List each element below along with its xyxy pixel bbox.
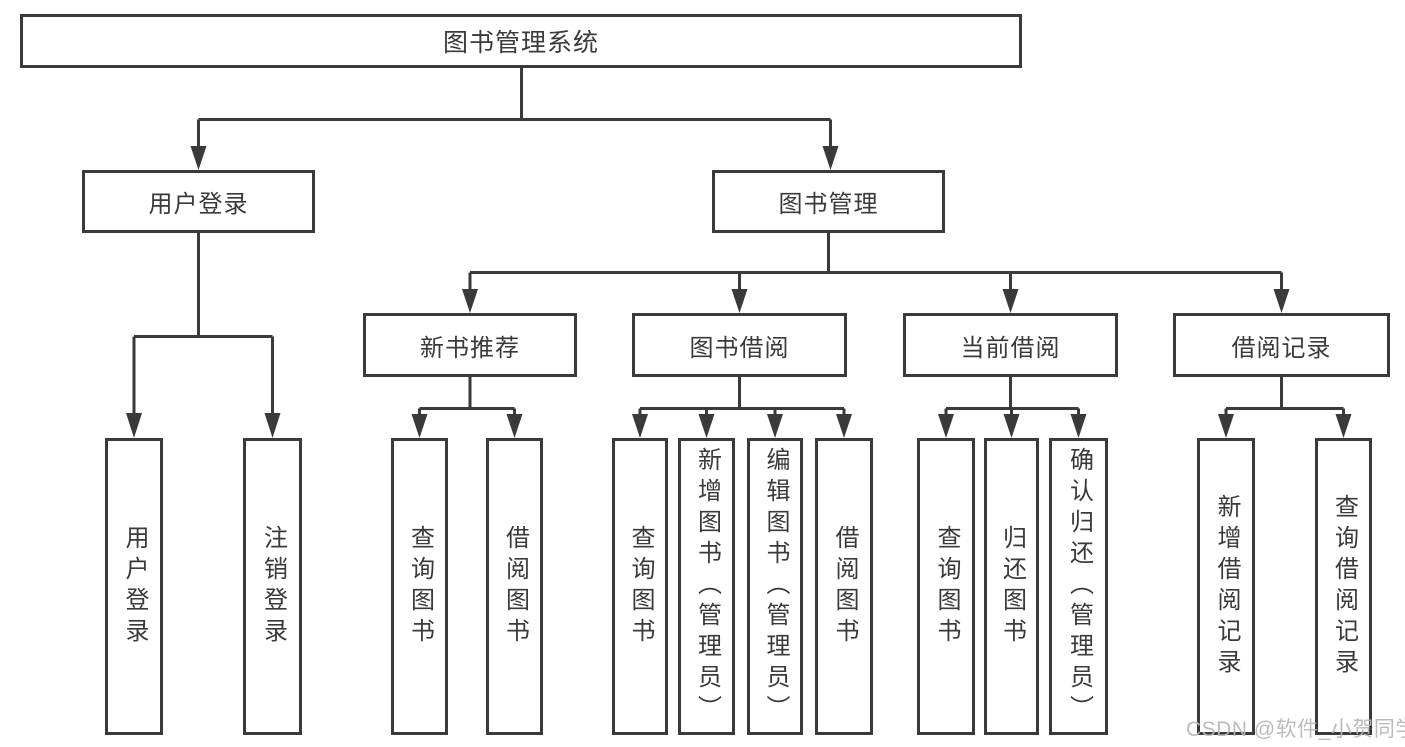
csdn-watermark: CSDN @软件_小贺同学 — [1186, 718, 1405, 741]
node-new-book-recommend: 新书推荐 — [363, 313, 577, 377]
arrowhead-icon — [1335, 414, 1352, 438]
arrowhead-icon — [1273, 289, 1290, 313]
node-label: 当前借阅 — [960, 334, 1061, 362]
connector-bookborrow-to-leaves — [638, 377, 846, 415]
connector-newbook-to-leaves — [418, 377, 516, 415]
leaf-current-return-books: 归还图书 — [984, 438, 1039, 735]
node-label: 图书管理 — [778, 191, 879, 218]
leaf-records-add-record: 新增借阅记录 — [1197, 438, 1255, 735]
arrowhead-icon — [1002, 289, 1019, 313]
leaf-label: 查询图书 — [406, 524, 434, 649]
connector-root-to-level2 — [197, 68, 832, 147]
node-label: 借阅记录 — [1231, 334, 1332, 362]
arrowhead-icon — [938, 414, 954, 438]
node-current-borrow: 当前借阅 — [903, 313, 1118, 377]
node-book-management: 图书管理 — [712, 170, 945, 233]
arrowhead-icon — [767, 414, 783, 438]
arrowhead-icon — [632, 414, 648, 438]
leaf-current-query-books: 查询图书 — [917, 438, 975, 735]
arrowhead-icon — [1003, 414, 1020, 438]
connector-currentborrow-to-leaves — [944, 377, 1080, 415]
node-user-login: 用户登录 — [82, 170, 315, 233]
leaf-label: 新增借阅记录 — [1213, 493, 1240, 680]
arrowhead-icon — [411, 414, 428, 438]
node-label: 图书管理系统 — [442, 29, 599, 57]
leaf-label: 查询图书 — [933, 524, 960, 649]
arrowhead-icon — [126, 413, 142, 438]
leaf-label: 注销登录 — [259, 524, 287, 649]
leaf-label: 借阅图书 — [501, 524, 529, 649]
leaf-label: 确认归还（管理员） — [1065, 447, 1093, 726]
arrowhead-icon — [822, 146, 839, 170]
leaf-user-login: 用户登录 — [105, 438, 163, 735]
connector-records-to-leaves — [1224, 377, 1345, 415]
leaf-current-confirm-return-admin: 确认归还（管理员） — [1049, 438, 1108, 735]
connector-bookmgmt-to-level3 — [468, 233, 1283, 290]
arrowhead-icon — [698, 414, 715, 438]
node-label: 用户登录 — [148, 191, 249, 218]
leaf-records-query-record: 查询借阅记录 — [1315, 438, 1372, 735]
arrowhead-icon — [1070, 414, 1087, 438]
node-label: 图书借阅 — [689, 334, 790, 362]
node-root-system: 图书管理系统 — [20, 14, 1022, 68]
leaf-label: 借阅图书 — [831, 524, 858, 649]
leaf-label: 用户登录 — [121, 524, 148, 649]
arrowhead-icon — [1218, 414, 1234, 438]
leaf-borrow-query-books: 查询图书 — [612, 438, 668, 735]
leaf-label: 新增图书（管理员） — [693, 447, 721, 726]
leaf-label: 归还图书 — [998, 524, 1026, 649]
leaf-label: 编辑图书（管理员） — [762, 447, 789, 726]
node-borrow-records: 借阅记录 — [1173, 313, 1390, 377]
arrowhead-icon — [731, 289, 748, 313]
arrowhead-icon — [462, 289, 478, 313]
leaf-label: 查询图书 — [627, 524, 654, 649]
node-book-borrow: 图书借阅 — [632, 313, 847, 377]
leaf-newbook-borrow-books: 借阅图书 — [486, 438, 543, 735]
leaf-newbook-query-books: 查询图书 — [391, 438, 448, 735]
leaf-label: 查询借阅记录 — [1330, 493, 1358, 680]
leaf-borrow-add-books-admin: 新增图书（管理员） — [678, 438, 735, 735]
arrowhead-icon — [506, 414, 523, 438]
arrowhead-icon — [264, 413, 281, 438]
leaf-logout: 注销登录 — [243, 438, 302, 735]
node-label: 新书推荐 — [420, 334, 520, 362]
arrowhead-icon — [190, 146, 207, 170]
arrowhead-icon — [836, 414, 852, 438]
leaf-borrow-edit-books-admin: 编辑图书（管理员） — [747, 438, 803, 735]
connector-userlogin-to-leaves — [132, 233, 274, 414]
leaf-borrow-borrow-books: 借阅图书 — [815, 438, 873, 735]
